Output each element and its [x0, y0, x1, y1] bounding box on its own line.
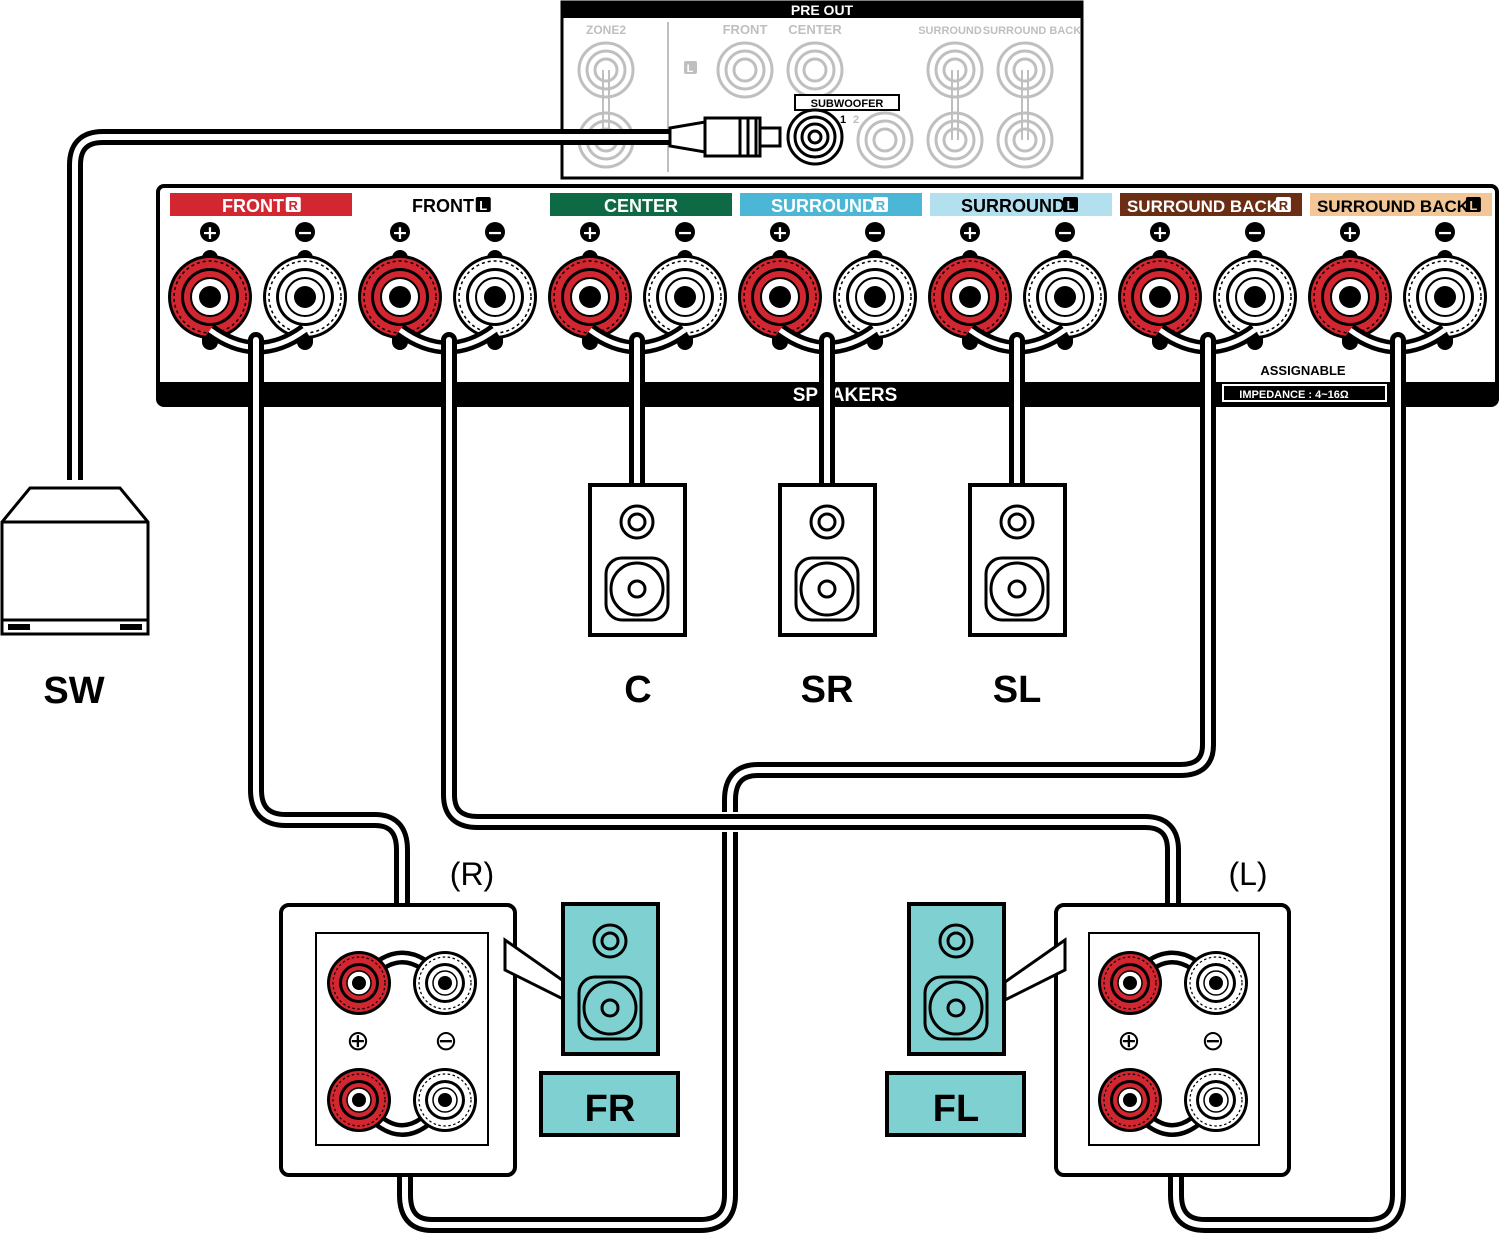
fl-label: FL	[933, 1088, 979, 1130]
channel-header-label: CENTER	[604, 196, 678, 216]
impedance-label: IMPEDANCE : 4~16Ω	[1239, 389, 1349, 401]
channel-side-label: L	[479, 198, 487, 213]
pre-out-label-surround: SURROUND	[918, 25, 982, 37]
channel-header-label: SURROUND	[961, 196, 1065, 216]
channel-side-label: L	[1067, 198, 1075, 213]
speakers-title: SPEAKERS	[793, 385, 898, 406]
pre-out-label-center: CENTER	[788, 22, 842, 37]
subwoofer-label: SUBWOOFER	[811, 98, 884, 110]
sr-label: SR	[801, 669, 854, 711]
pre-out-label-zone2: ZONE2	[586, 23, 626, 37]
front-right-speaker	[561, 902, 660, 1056]
left-side-label: (L)	[1228, 856, 1267, 892]
minus-symbol: −	[1057, 222, 1073, 244]
pre-out-title: PRE OUT	[791, 2, 854, 18]
subwoofer-box	[0, 486, 150, 636]
fr-label-box	[539, 1071, 680, 1137]
plus-symbol: +	[202, 222, 218, 244]
fl-plus-symbol: ⊕	[1117, 1025, 1140, 1056]
negative-terminal-0: −	[262, 222, 348, 350]
fl-label-box	[885, 1071, 1026, 1137]
subwoofer-1-label: 1	[840, 114, 846, 126]
plus-symbol: +	[962, 222, 978, 244]
plus-symbol: +	[392, 222, 408, 244]
fr-minus-symbol: ⊖	[434, 1025, 457, 1056]
pre-out-label-surround-back: SURROUND BACK	[983, 25, 1081, 37]
minus-symbol: −	[867, 222, 883, 244]
channel-header-1: FRONT L	[360, 193, 542, 216]
fr-label: FR	[585, 1088, 636, 1130]
pre-out-l-mark: L	[687, 63, 694, 75]
right-side-label: (R)	[450, 856, 494, 892]
front-left-terminal-plate: ⊕ ⊖	[1003, 903, 1291, 1177]
channel-header-label: SURROUND BACK	[1317, 197, 1470, 216]
front-right-terminal-plate: ⊕ ⊖	[279, 903, 567, 1177]
assignable-label: ASSIGNABLE	[1260, 363, 1346, 378]
channel-side-label: R	[1279, 198, 1289, 213]
speaker-cables	[248, 332, 1406, 1233]
channel-side-label: R	[289, 198, 299, 213]
subwoofer-1-jack	[786, 108, 844, 166]
sl-label: SL	[993, 669, 1042, 711]
front-left-speaker	[907, 902, 1006, 1056]
minus-symbol: −	[487, 222, 503, 244]
center-speaker	[588, 483, 687, 637]
pre-out-label-front: FRONT	[723, 22, 768, 37]
pre-out-panel: PRE OUT ZONE2 FRONT CENTER SURROUND SURR…	[560, 0, 1084, 180]
channel-side-label: R	[876, 198, 886, 213]
subwoofer-cable	[67, 116, 782, 480]
minus-symbol: −	[297, 222, 313, 244]
minus-symbol: −	[1437, 222, 1453, 244]
minus-symbol: −	[677, 222, 693, 244]
positive-terminal-0: +	[167, 222, 253, 350]
negative-terminal-5: −	[1212, 222, 1298, 350]
plus-symbol: +	[772, 222, 788, 244]
fl-minus-symbol: ⊖	[1201, 1025, 1224, 1056]
channel-header-label: SURROUND BACK	[1127, 197, 1280, 216]
channel-header-label: FRONT	[412, 196, 474, 216]
channel-side-label: L	[1469, 198, 1477, 213]
minus-symbol: −	[1247, 222, 1263, 244]
plus-symbol: +	[1342, 222, 1358, 244]
surround-right-speaker	[778, 483, 877, 637]
surround-left-speaker	[968, 483, 1067, 637]
plus-symbol: +	[1152, 222, 1168, 244]
fr-plus-symbol: ⊕	[346, 1025, 369, 1056]
channel-header-label: SURROUND	[771, 196, 875, 216]
channel-header-2: CENTER	[550, 193, 732, 216]
channel-header-0: FRONT R	[170, 193, 352, 216]
plus-symbol: +	[582, 222, 598, 244]
subwoofer-2-label: 2	[853, 114, 859, 126]
c-label: C	[624, 669, 651, 711]
channel-header-label: FRONT	[222, 196, 284, 216]
sw-label: SW	[43, 670, 104, 712]
